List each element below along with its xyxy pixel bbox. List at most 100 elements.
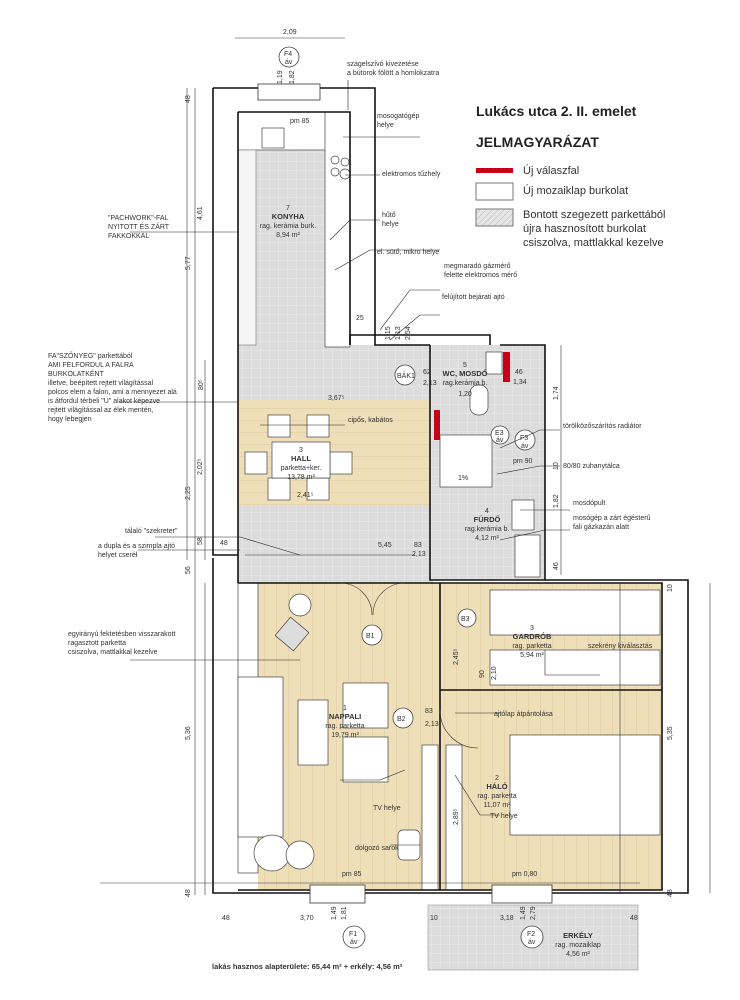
note-patchwork-2: NYITOTT ÉS ZÁRT (108, 222, 170, 231)
note-tv-bedroom: TV helye (490, 813, 518, 820)
dim-5-36: 5,36 (185, 726, 192, 740)
note-hood-exhaust-2: a bútorok fölött a homlokzatra (347, 70, 439, 77)
line: rejtett világítással az élek mentén, (48, 407, 153, 414)
kitchen-floor-type: rag. kerámia burk. (260, 223, 316, 230)
sink-icon (261, 127, 285, 149)
bath-floor-type: rag.kerámia b. (465, 526, 510, 533)
door-marker-bak1 (394, 364, 416, 386)
hall-number: 3 (299, 447, 303, 454)
note-doors-swap-2: helyet cseréł (98, 552, 138, 559)
note-washing-machine: mosógép a zárt égésterű (573, 515, 651, 522)
side-table (288, 593, 312, 617)
room-labels: 7 KONYHA rag. kerámia burk. 8,94 m² 3 HA… (260, 205, 601, 958)
balcony-door (491, 884, 553, 904)
legend-swatch-partition (476, 168, 513, 173)
note-parquet-3: csiszolva, mattlakkal kezelve (68, 649, 158, 656)
kitchen-window (257, 83, 321, 101)
dim-80: 80⁵ (198, 379, 205, 390)
dim-1-82: 1,82 (553, 494, 560, 508)
f2-sub: áv (528, 939, 536, 946)
new-partition (503, 352, 510, 382)
dim-5-45: 5,45 (378, 542, 392, 549)
dim-1-19: 1,19 (277, 70, 284, 84)
dim-48: 48 (220, 540, 228, 547)
note-dishwasher: mosogatógép (377, 113, 420, 120)
note-fridge: hűtő (382, 212, 396, 219)
dim-4-61: 4,61 (197, 206, 204, 220)
dim-48: 48 (667, 889, 674, 897)
closet-number: 3 (530, 625, 534, 632)
line: AMI FELFORDUL A FALRA (48, 362, 134, 369)
sill-height: pm 90 (513, 458, 533, 465)
total-area: lakás hasznos alapterülete: 65,44 m² + e… (212, 962, 403, 971)
wardrobe-top (489, 589, 661, 636)
dim-48: 48 (630, 915, 638, 922)
dining-table (271, 441, 331, 479)
wc-name: WC, MOSDÓ (443, 369, 488, 378)
window-marker-f2 (520, 925, 544, 949)
shower-tray (439, 434, 493, 488)
walls (212, 83, 689, 904)
tv-wall-left (421, 744, 439, 891)
dim-10: 10 (430, 915, 438, 922)
note-doors-swap: a dupla és a szimpla ajtó (98, 543, 175, 550)
annotations: szagelszívó kivezetése a bútorok fölött … (48, 61, 653, 971)
b3-label: B3 (461, 616, 470, 623)
balcony-floor-type: rag. mozaiklap (555, 942, 601, 949)
window-marker-f4 (278, 46, 300, 68)
hob-icon (330, 155, 340, 165)
note-washing-machine-2: fali gázkazán alatt (573, 524, 629, 531)
washing-machine (514, 534, 541, 578)
dim-58: 58 (197, 537, 204, 545)
legend-label-partition: Új válaszfal (523, 164, 579, 177)
closet-area: 5,94 m² (520, 652, 544, 659)
dim-5-77: 5,77 (185, 256, 192, 270)
note-hood-exhaust: szagelszívó kivezetése (347, 61, 419, 68)
note-oven: el. sütő, mikro helye (377, 249, 439, 256)
line: illetve, beépített rejtett világítással (48, 380, 153, 387)
kitchen-name: KONYHA (272, 212, 305, 221)
e3-label: E3 (495, 430, 504, 437)
dim-48: 48 (185, 889, 192, 897)
kitchen-counter-right (324, 111, 351, 348)
wc-sink (485, 351, 503, 375)
hall-tile-floor (238, 505, 433, 583)
balcony-name: ERKÉLY (563, 931, 593, 940)
toilet-icon (469, 384, 489, 416)
dim-2-13: 2,13 (423, 380, 437, 387)
balcony-area: 4,56 m² (566, 951, 590, 958)
reading-chair (274, 616, 310, 652)
dim-2-13: 2,13 (412, 551, 426, 558)
window-marker-f3 (514, 429, 536, 451)
dim-83: 83 (425, 708, 433, 715)
note-radiator: törölközőszárítós radiátor (563, 423, 642, 430)
legend-swatch-mosaic (475, 182, 514, 201)
hall-area: 13,78 m² (287, 474, 315, 481)
b2-label: B2 (397, 716, 406, 723)
legend-label-parquet-2: újra hasznosított burkolat (523, 223, 646, 235)
wc-number: 5 (463, 362, 467, 369)
dim-2-54: 2,54 (405, 326, 412, 340)
bedroom-number: 2 (495, 775, 499, 782)
dim-3-18: 3,18 (500, 915, 514, 922)
legend-label-parquet: Bontott szegezett parkettából (523, 209, 665, 221)
line: FA"SZŐNYEG" parkettából (48, 351, 133, 360)
new-partition (434, 410, 440, 440)
dim-2-45: 2,45⁵ (453, 648, 460, 665)
bedroom-name: HÁLÓ (486, 782, 507, 791)
marker-e3 (490, 425, 510, 445)
kitchen-area: 8,94 m² (276, 232, 300, 239)
dim-10: 10 (667, 584, 674, 592)
dim-1-81: 1,81 (341, 906, 348, 920)
note-patchwork-3: FAKKOKKAL (108, 233, 149, 240)
legend-label-parquet-3: csiszolva, mattlakkal kezelve (523, 237, 664, 249)
note-stove: elektromos tűzhely (382, 171, 441, 178)
sill-height: pm 85 (342, 871, 362, 878)
plant-icon (253, 834, 291, 872)
note-fridge-2: helye (382, 221, 399, 228)
furniture (237, 111, 661, 891)
bath-number: 4 (485, 508, 489, 515)
bedroom-floor-type: rag. parketta (477, 793, 516, 800)
note-shower-tray: 80/80 zuhanytálca (563, 463, 620, 470)
